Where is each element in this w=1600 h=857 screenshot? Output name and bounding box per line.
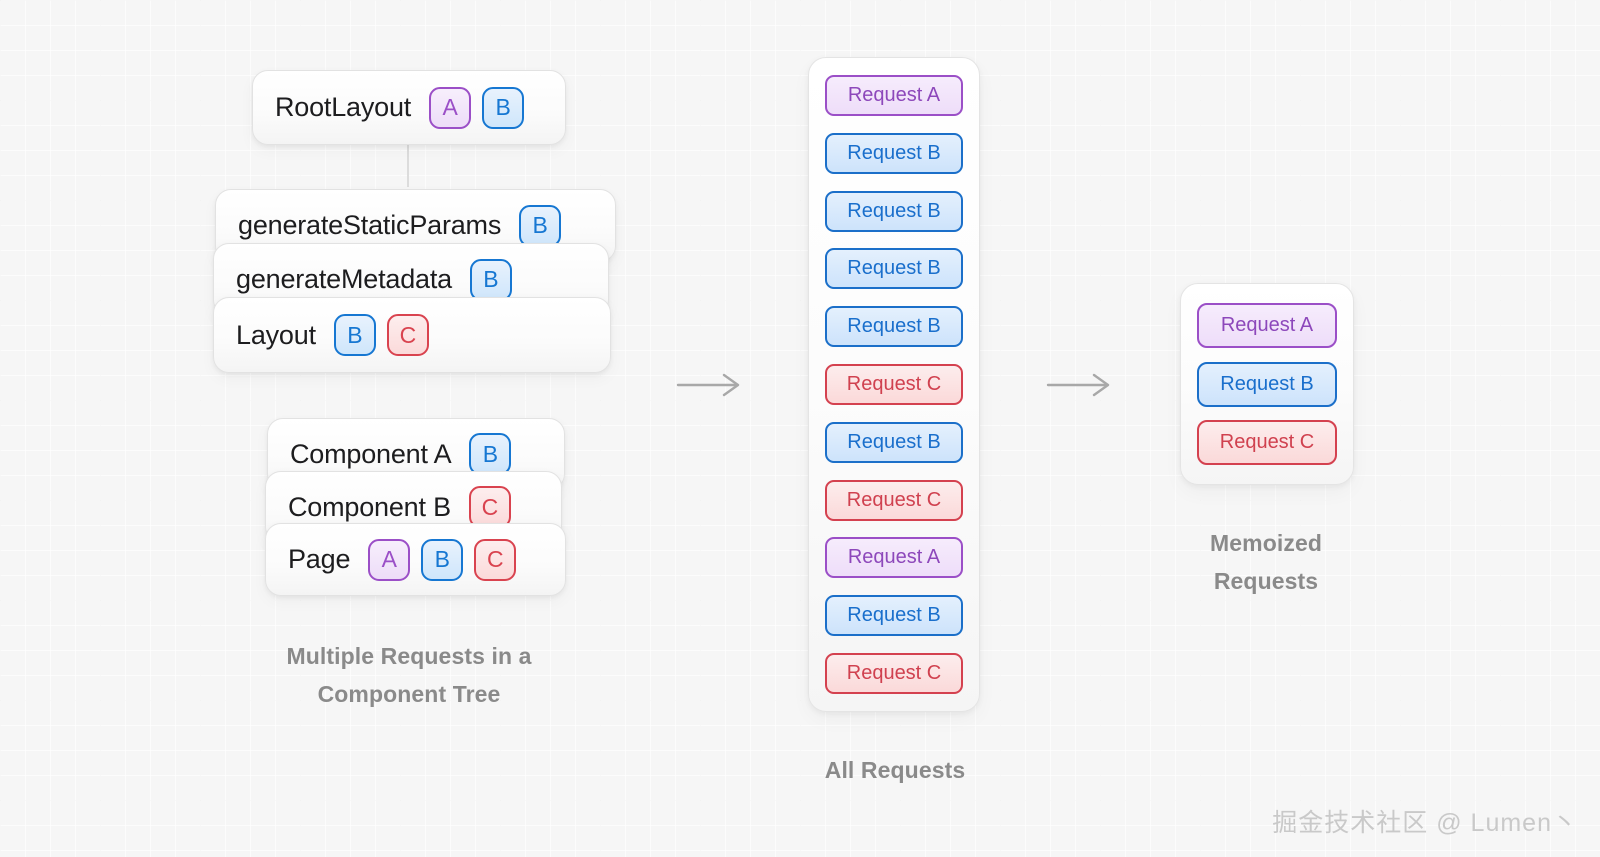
badge-b[interactable]: B: [333, 314, 376, 356]
caption-line-1: Multiple Requests in a: [286, 643, 532, 669]
arrow-tree-to-all-requests: [676, 370, 746, 400]
badge-group: A B: [429, 86, 525, 129]
request-pill[interactable]: Request B: [825, 306, 963, 348]
badge-b[interactable]: B: [421, 538, 464, 581]
arrow-right-icon: [1046, 373, 1110, 397]
arrow-right-icon: [676, 373, 740, 397]
badge-a[interactable]: A: [368, 538, 411, 581]
all-requests-caption: All Requests: [760, 752, 1030, 790]
request-pill[interactable]: Request C: [825, 652, 963, 694]
arrow-all-to-memoized-requests: [1046, 370, 1116, 400]
tree-node-label: Component B: [288, 491, 451, 522]
watermark: 掘金技术社区 @ Lumen丶: [1272, 809, 1578, 837]
caption-line-1: Memoized: [1210, 530, 1322, 556]
request-pill[interactable]: Request B: [825, 421, 963, 463]
caption-line-1: All Requests: [824, 757, 966, 783]
badge-group: B: [469, 433, 512, 475]
tree-node-label: Component A: [290, 438, 452, 469]
request-pill[interactable]: Request C: [825, 363, 963, 405]
tree-node-label: Page: [288, 544, 351, 574]
tree-connector-line: [407, 143, 409, 187]
tree-node-label: generateMetadata: [236, 264, 452, 294]
tree-node-label: generateStaticParams: [238, 210, 502, 240]
badge-b[interactable]: B: [469, 258, 512, 301]
memoized-request-pill[interactable]: Request A: [1197, 303, 1337, 348]
component-tree-caption: Multiple Requests in a Component Tree: [200, 638, 618, 714]
badge-c[interactable]: C: [474, 538, 517, 581]
badge-c[interactable]: C: [468, 486, 511, 528]
request-pill[interactable]: Request B: [825, 132, 963, 174]
badge-b[interactable]: B: [519, 204, 562, 247]
badge-group: A B C: [368, 538, 517, 581]
request-pill[interactable]: Request B: [825, 190, 963, 232]
caption-line-2: Requests: [1213, 567, 1319, 594]
request-pill[interactable]: Request A: [825, 75, 963, 116]
badge-a[interactable]: A: [429, 86, 472, 129]
request-pill[interactable]: Request A: [825, 537, 963, 579]
tree-node-page[interactable]: Page A B C: [265, 523, 566, 596]
tree-node-label: RootLayout: [275, 92, 412, 122]
request-pill[interactable]: Request C: [825, 479, 963, 521]
memoized-request-pill[interactable]: Request B: [1197, 361, 1337, 407]
badge-c[interactable]: C: [386, 314, 429, 356]
badge-group: B: [469, 258, 512, 301]
memoized-request-pill[interactable]: Request C: [1197, 420, 1337, 465]
memoized-requests-panel: Request A Request B Request C: [1180, 283, 1354, 485]
badge-group: C: [468, 486, 511, 528]
tree-node-label: Layout: [236, 319, 316, 350]
all-requests-panel: Request A Request B Request B Request B …: [808, 57, 980, 712]
request-pill[interactable]: Request B: [825, 595, 963, 637]
memoized-requests-caption: Memoized Requests: [1135, 525, 1397, 601]
badge-group: B: [519, 204, 562, 247]
caption-line-2: Component Tree: [317, 680, 501, 707]
badge-b[interactable]: B: [482, 86, 525, 129]
tree-node-layout[interactable]: Layout B C: [213, 297, 611, 373]
badge-group: B C: [333, 314, 429, 356]
badge-b[interactable]: B: [469, 433, 512, 475]
component-tree-column: RootLayout A B generateStaticParams B ge…: [0, 0, 660, 857]
tree-node-rootlayout[interactable]: RootLayout A B: [252, 70, 566, 145]
request-pill[interactable]: Request B: [825, 248, 963, 290]
